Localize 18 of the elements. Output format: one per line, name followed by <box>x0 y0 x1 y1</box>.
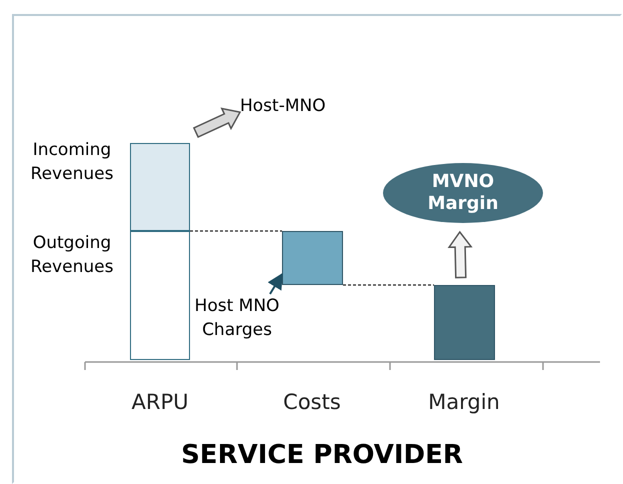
bar-segment <box>282 231 343 285</box>
ellipse-label: MVNO Margin <box>383 163 543 223</box>
bar-segment <box>130 231 190 360</box>
dashed-line <box>190 230 282 232</box>
block-arrow <box>192 107 242 138</box>
block-arrow <box>448 230 473 278</box>
axis-label: Costs <box>282 390 342 414</box>
text-label: Host MNO Charges <box>182 294 292 342</box>
axis-label: ARPU <box>130 390 190 414</box>
bar-label: Incoming Revenues <box>30 139 114 186</box>
dashed-line <box>342 284 434 286</box>
text-label: Host-MNO <box>240 94 326 118</box>
bar-label: Outgoing Revenues <box>30 232 114 279</box>
bar-segment <box>130 143 190 231</box>
title: SERVICE PROVIDER <box>180 440 464 470</box>
bar-segment <box>434 285 495 360</box>
arrow <box>268 272 283 295</box>
axis-label: Margin <box>427 390 501 414</box>
